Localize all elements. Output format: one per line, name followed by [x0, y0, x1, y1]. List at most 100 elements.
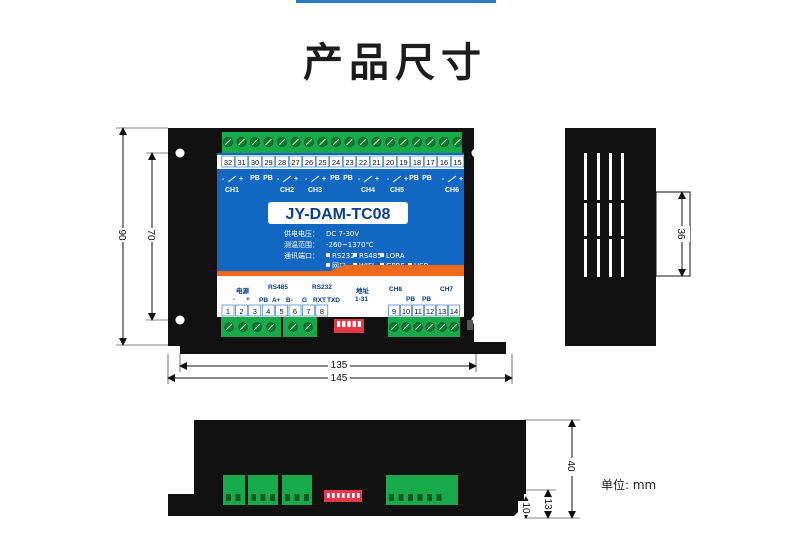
channel-label: CH2 [280, 187, 294, 194]
bottom-pin-box [315, 304, 329, 317]
bottom-pin-number: 9 [392, 307, 396, 316]
terminal-slot [270, 494, 275, 501]
top-pin-number: 29 [264, 158, 272, 167]
screw-slot [305, 138, 313, 146]
polarity-plus: + [239, 176, 243, 183]
top-pin-number: 28 [278, 158, 286, 167]
top-pin-number: 32 [224, 158, 232, 167]
screw-slot [238, 138, 245, 146]
top-pin-box [275, 155, 289, 168]
spec-comm-label: 通讯端口： [284, 251, 319, 260]
mount-hole-bottom-right [471, 315, 481, 325]
label-address-range: 1-31 [355, 296, 368, 303]
dim-height-90: 90 [116, 229, 127, 241]
polarity-plus: + [375, 176, 379, 183]
switch-symbol [227, 175, 237, 183]
screw-slot [440, 138, 448, 146]
switch-symbol [310, 175, 320, 183]
screw-slot [386, 138, 394, 146]
bottom-pin-number: 8 [320, 307, 324, 316]
label-address: 地址 [356, 286, 370, 295]
screw-slot [278, 138, 286, 146]
spec-power-label: 供电电压： [284, 229, 319, 238]
usb-port [467, 320, 473, 330]
channel-label: CH1 [225, 187, 239, 194]
top-pin-box [356, 155, 370, 168]
housing-bottom-rail [180, 342, 506, 354]
dip-key [357, 493, 360, 498]
top-pin-box [261, 155, 276, 168]
bottom-pin-area [217, 276, 464, 317]
mount-hole-top-right [471, 148, 481, 158]
top-pin-number: 25 [318, 158, 326, 167]
screw-slot [413, 138, 421, 146]
channel-label: CH6 [445, 187, 459, 194]
label-g: G [302, 297, 307, 304]
screw-slot [390, 323, 398, 331]
switch-symbol [282, 175, 292, 183]
terminal-slot [408, 494, 413, 501]
pb-mark: PB [250, 175, 260, 182]
mount-hole-top-left [175, 148, 185, 158]
screw-slot [265, 138, 272, 146]
top-pin-box [396, 155, 411, 168]
bottom-pin-number: 2 [239, 307, 243, 316]
top-pin-number: 19 [399, 158, 407, 167]
polarity-plus: + [459, 176, 463, 183]
terminal-slot [417, 494, 423, 501]
dip-key [357, 321, 361, 327]
switch-symbol [363, 175, 373, 183]
polarity-minus: - [387, 176, 390, 183]
bottom-pin-number: 10 [402, 307, 410, 316]
model-banner [268, 202, 408, 224]
port-checkbox [326, 263, 330, 267]
dip-key [347, 321, 351, 327]
top-pin-box [234, 155, 249, 168]
label-power: 电源 [236, 286, 250, 295]
bottom-pin-number: 6 [293, 307, 297, 316]
label-pb: PB [259, 297, 268, 304]
bottom-pin-number: 3 [253, 307, 257, 316]
screw-slot [289, 323, 297, 331]
screw-slot [224, 138, 232, 146]
label-rs485: RS485 [268, 284, 288, 291]
switch-symbol [447, 175, 457, 183]
bottom-pin-number: 11 [414, 307, 422, 316]
dim-width-145: 145 [331, 373, 348, 384]
screw-slot [427, 138, 434, 146]
screw-slot [373, 138, 380, 146]
dim-flange-10: 10 [520, 502, 531, 514]
bottom-pin-box [388, 304, 400, 317]
top-pin-box [288, 155, 303, 168]
terminal-slot [304, 494, 309, 501]
bottom-pin-box [412, 304, 424, 317]
dim-height-70: 70 [145, 229, 156, 241]
terminal-slot [251, 494, 256, 501]
dip-key [342, 321, 346, 327]
bottom-pin-number: 12 [426, 307, 434, 316]
screw-slot [402, 323, 410, 331]
polarity-minus: - [358, 176, 361, 183]
bottom-signal-labels: 电源 - + RS485 PB A+ B- RS232 G RXT TXD 地址… [233, 284, 453, 304]
terminal-slot [389, 494, 394, 501]
mount-hole-bottom-left [175, 315, 185, 325]
spec-temp-label: 测温范围： [284, 240, 319, 249]
screw-slot [426, 323, 434, 331]
model-name: JY-DAM-TC08 [286, 206, 391, 223]
top-pin-box [342, 155, 357, 168]
page-title: 产品尺寸 [303, 40, 487, 86]
screw-slot [292, 138, 299, 146]
screw-slot [454, 138, 461, 146]
port-name: RS232 [332, 252, 355, 260]
terminal-slot [235, 494, 241, 501]
polarity-plus: + [404, 176, 408, 183]
bottom-view-terminal-slots [226, 493, 442, 501]
unit-label: 单位: mm [601, 477, 656, 492]
channel-label: CH3 [308, 187, 322, 194]
top-pin-number: 15 [453, 158, 461, 167]
top-pin-box [450, 155, 465, 168]
top-pin-box [221, 155, 235, 168]
dim-width-135: 135 [331, 360, 348, 371]
